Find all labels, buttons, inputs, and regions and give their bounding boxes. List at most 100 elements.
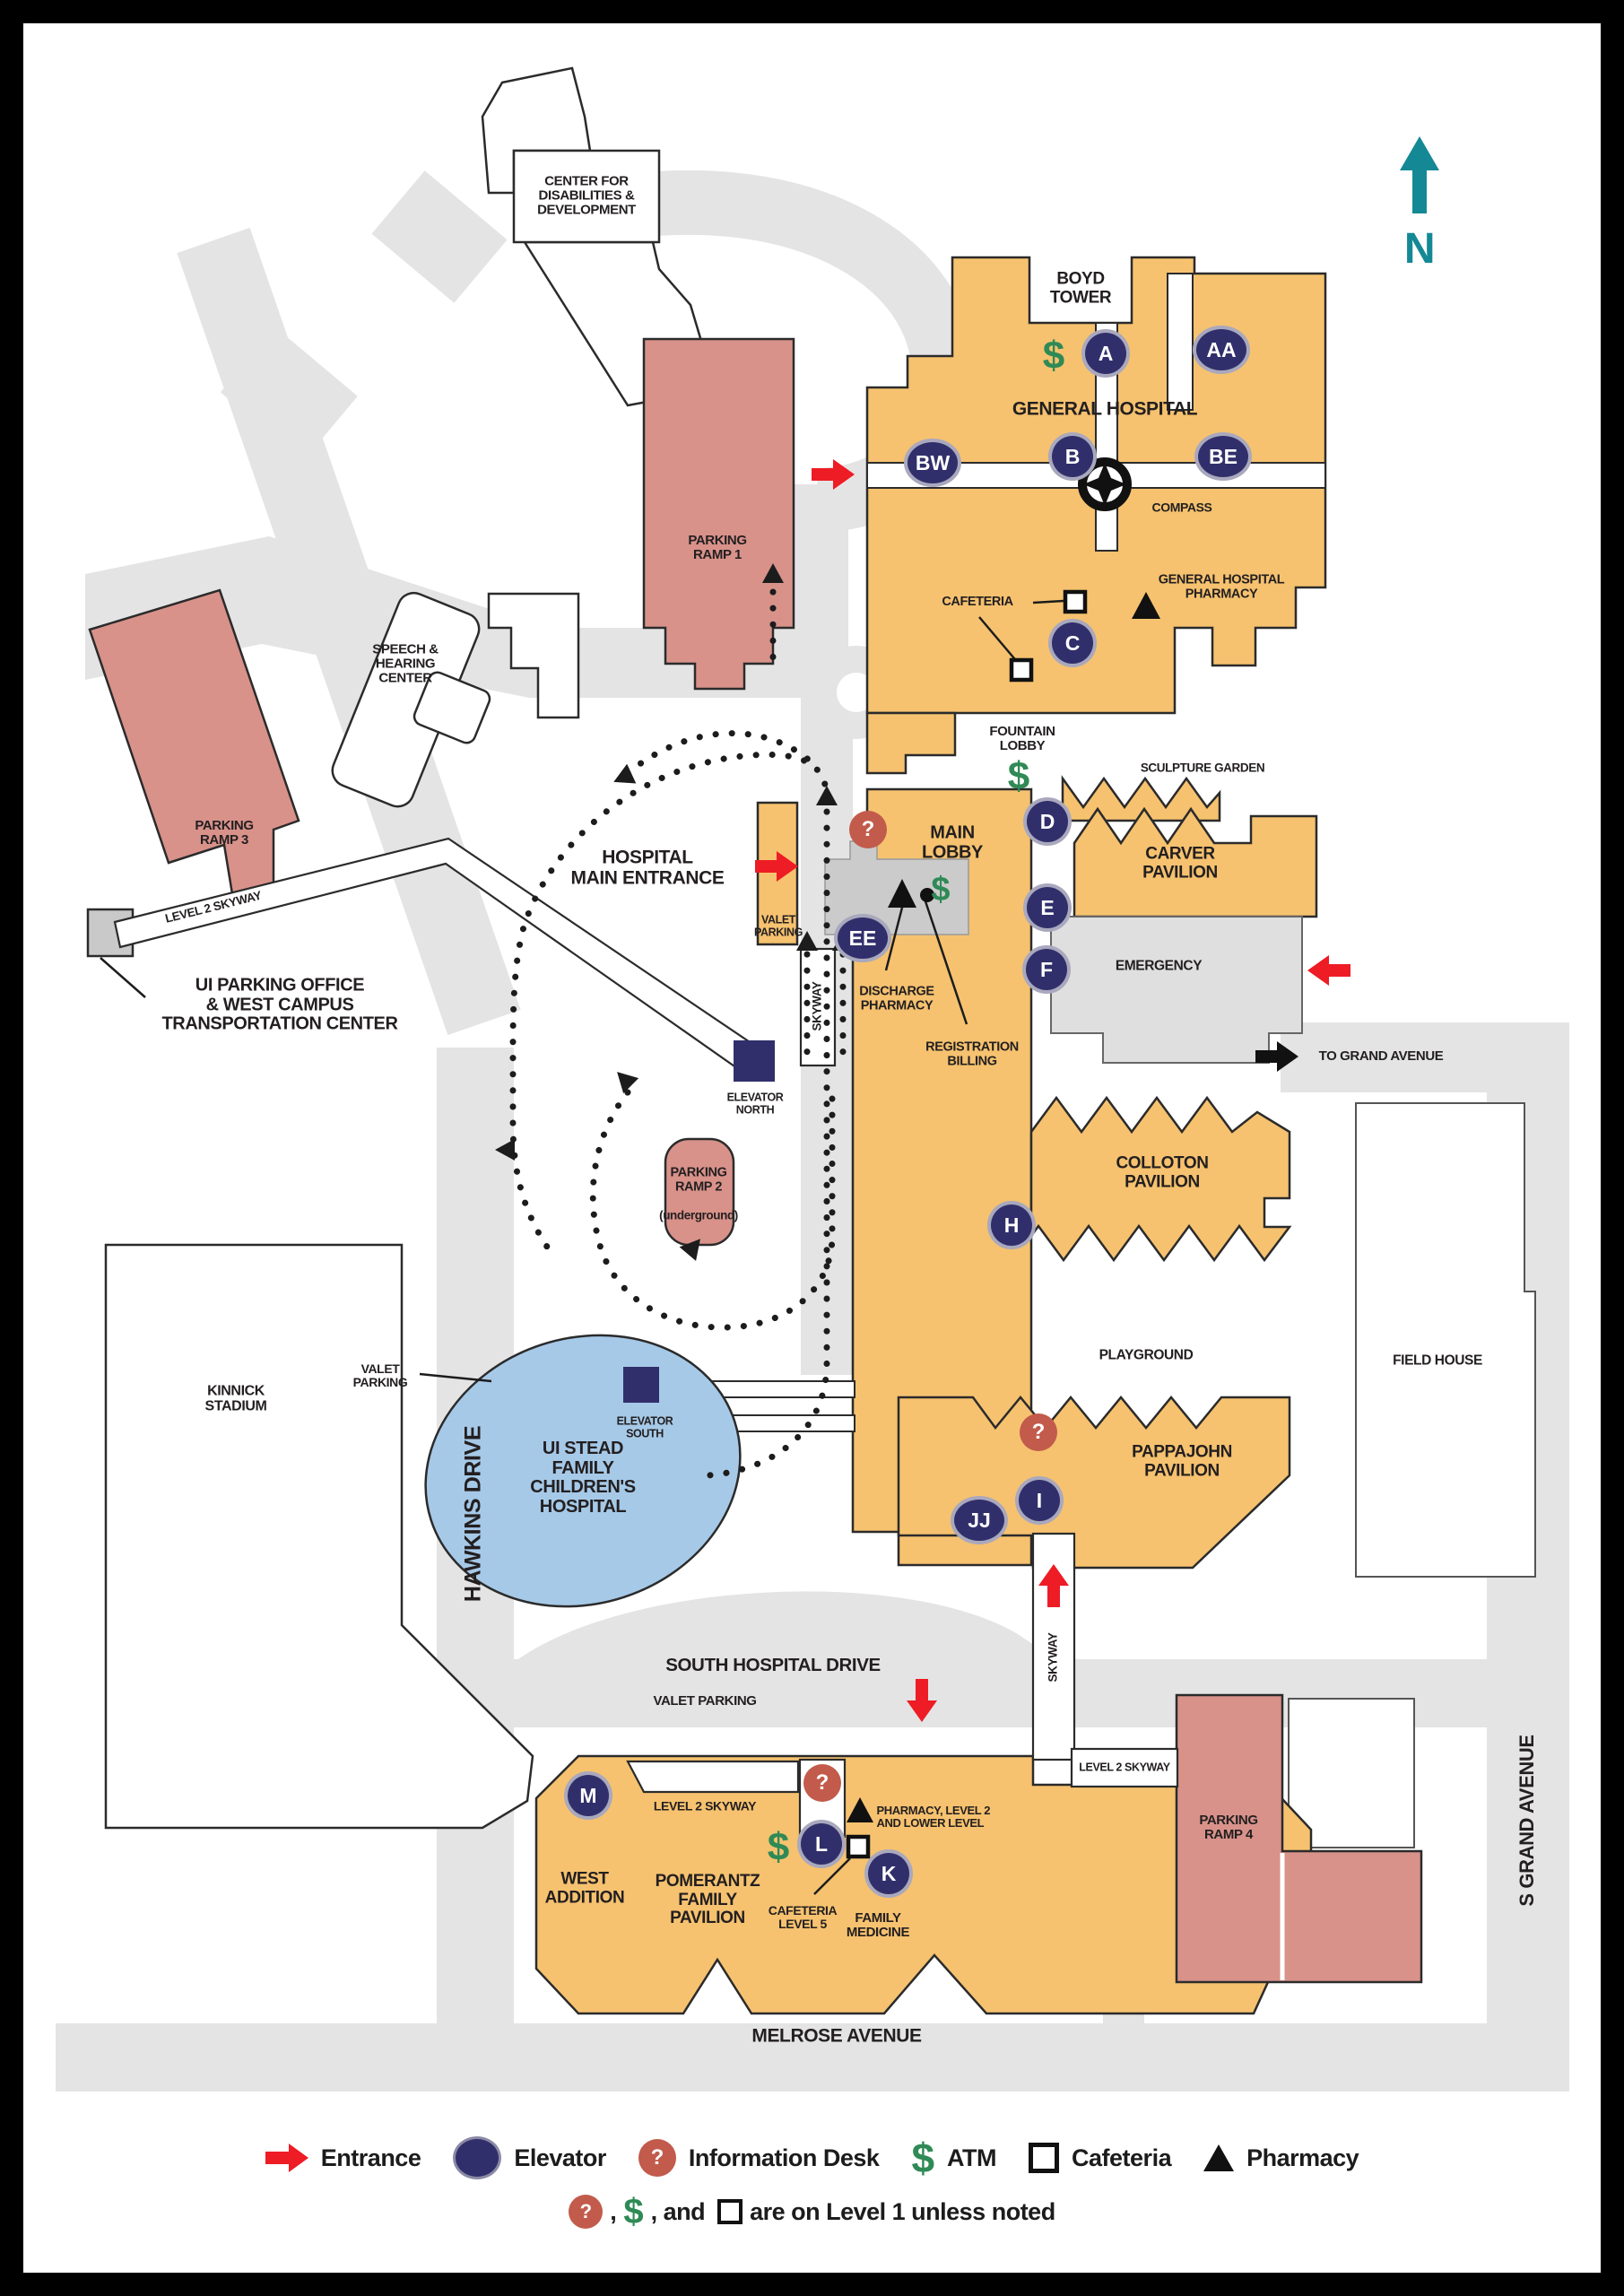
legend-row-1: Entrance Elevator ? Information Desk $ A…: [54, 2136, 1570, 2179]
elevator-south-square: [623, 1367, 659, 1403]
legend-row-2: ? , $ , and are on Level 1 unless noted: [54, 2194, 1570, 2230]
atm-pomerantz: $: [768, 1828, 789, 1867]
label-registration-billing: REGISTRATION BILLING: [925, 1039, 1019, 1068]
elevator-badge-e: E: [1027, 887, 1068, 928]
label-s-grand: S GRAND AVENUE: [1515, 1735, 1539, 1907]
legend-info-label: Information Desk: [688, 2144, 880, 2171]
pharmacy-icon-pomerantz: [847, 1797, 873, 1822]
elevator-letter: H: [1003, 1213, 1020, 1237]
ramp2-shape: [664, 1137, 735, 1247]
parking-ramps: [88, 337, 1423, 1984]
arrowhead-skyway-a: [796, 931, 818, 951]
info-desk-pomerantz: ?: [803, 1764, 841, 1802]
label-level2-skyway-ramp4: LEVEL 2 SKYWAY: [1079, 1761, 1170, 1774]
carver-shape: [1073, 806, 1318, 918]
skyway-south-band: [1031, 1532, 1076, 1761]
elevator-north-square: [734, 1040, 775, 1082]
elevator-letter: C: [1064, 631, 1081, 655]
label-parking-ramp-4: PARKING RAMP 4: [1199, 1812, 1258, 1842]
line-ui-parking: [100, 957, 146, 998]
road-south-curve: [516, 1591, 1058, 1661]
elevator-badge-b: B: [1052, 436, 1093, 477]
white-building-mid: [487, 592, 580, 719]
kinnick-stadium-shape: [104, 1243, 534, 1830]
label-main-lobby: MAIN LOBBY: [921, 822, 984, 862]
elevator-badge-be: BE: [1198, 436, 1248, 477]
label-sculpture-garden: SCULPTURE GARDEN: [1140, 761, 1265, 775]
line-cafeteria-l5: [813, 1857, 851, 1895]
entrance-arrow-bw: [812, 459, 855, 490]
label-pappajohn: PAPPAJOHN PAVILION: [1132, 1442, 1232, 1480]
hospital-buildings: [534, 256, 1327, 2015]
compass-icon: [1078, 457, 1132, 511]
route-top-arc: [624, 730, 815, 777]
label-valet-childrens: VALET PARKING: [352, 1361, 408, 1389]
cafeteria-icon-2: [1009, 657, 1034, 683]
label-parking-ramp-3: PARKING RAMP 3: [195, 817, 254, 848]
legend-entrance-label: Entrance: [320, 2144, 421, 2171]
legend-cafeteria-label: Cafeteria: [1072, 2144, 1172, 2171]
pomerantz-shape: [534, 1754, 1313, 2015]
legend-cafeteria-icon: [1029, 2143, 1060, 2173]
registration-dot-icon: [920, 888, 934, 902]
label-field-house: FIELD HOUSE: [1393, 1352, 1482, 1369]
info-desk-pappajohn: ?: [1020, 1413, 1057, 1451]
label-playground: PLAYGROUND: [1099, 1347, 1194, 1363]
dollar-icon: $: [1042, 334, 1065, 378]
label-gh-pharmacy: GENERAL HOSPITAL PHARMACY: [1158, 572, 1285, 601]
entrance-arrow-main: [755, 851, 798, 882]
colloton-shape: [1029, 1095, 1292, 1263]
arrowhead-loop-upleft: [617, 1072, 639, 1094]
question-icon: ?: [650, 2145, 664, 2170]
label-melrose: MELROSE AVENUE: [751, 2025, 922, 2047]
skyway-ramp4-band: [1070, 1747, 1179, 1788]
atm-fountain: $: [1008, 757, 1029, 796]
legend-pharmacy-icon: [1203, 2144, 1235, 2171]
elevator-badge-c: C: [1052, 622, 1093, 664]
road-nw-block2: [220, 326, 358, 462]
elevator-letter: BE: [1209, 444, 1238, 468]
road-melrose-avenue: [56, 2023, 1569, 2092]
elevator-letter: K: [881, 1861, 897, 1885]
elevator-badge-a: A: [1085, 333, 1126, 374]
dollar-icon: $: [911, 2135, 935, 2181]
label-cafeteria-level5: CAFETERIA LEVEL 5: [768, 1902, 838, 1931]
elevator-letter: B: [1064, 444, 1081, 468]
elevator-letter: EE: [848, 926, 877, 950]
elevator-letter: BW: [915, 450, 951, 474]
label-boyd-tower: BOYD TOWER: [1049, 269, 1112, 307]
question-icon: ?: [1031, 1420, 1046, 1444]
elevator-letter: AA: [1206, 337, 1237, 361]
ramp1-shape: [642, 337, 795, 691]
elevator-letter: F: [1039, 957, 1054, 981]
atm-boyd: $: [1043, 336, 1064, 376]
label-hospital-main-entrance: HOSPITAL MAIN ENTRANCE: [570, 847, 725, 888]
skyway-pomerantz-band: [626, 1760, 800, 1794]
childrens-hospital-shape: [424, 1334, 742, 1608]
arrowhead-ramp1: [762, 563, 784, 583]
label-to-grand: TO GRAND AVENUE: [1318, 1048, 1444, 1064]
entrance-arrow-skyway-south: [1038, 1564, 1069, 1607]
label-west-addition: WEST ADDITION: [544, 1869, 625, 1907]
elevator-letter: D: [1039, 809, 1055, 833]
outline-buildings: [104, 66, 1536, 1848]
atm-main-lobby: $: [931, 873, 950, 907]
label-parking-ramp-2-sub: (underground): [659, 1208, 738, 1222]
label-speech-hearing: SPEECH & HEARING CENTER: [372, 641, 439, 687]
legend-atm-icon: $: [911, 2137, 934, 2179]
pharmacy-icon-gh: [1132, 592, 1160, 619]
road-nw-block1: [371, 170, 508, 303]
entrance-arrows: [755, 459, 1350, 1722]
cafeteria-icons: [846, 589, 1088, 1859]
legend-note-cafeteria-icon: [717, 2199, 743, 2224]
gh-step-lower: [865, 711, 957, 775]
label-discharge-pharmacy: DISCHARGE PHARMACY: [859, 984, 934, 1013]
label-compass: COMPASS: [1151, 500, 1212, 515]
label-skyway-mid: SKYWAY: [810, 981, 824, 1031]
label-general-hospital: GENERAL HOSPITAL: [1012, 398, 1198, 420]
label-colloton: COLLOTON PAVILION: [1116, 1153, 1209, 1191]
legend-info-icon: ?: [638, 2139, 676, 2177]
pharmacy-icons: [847, 592, 1160, 1822]
